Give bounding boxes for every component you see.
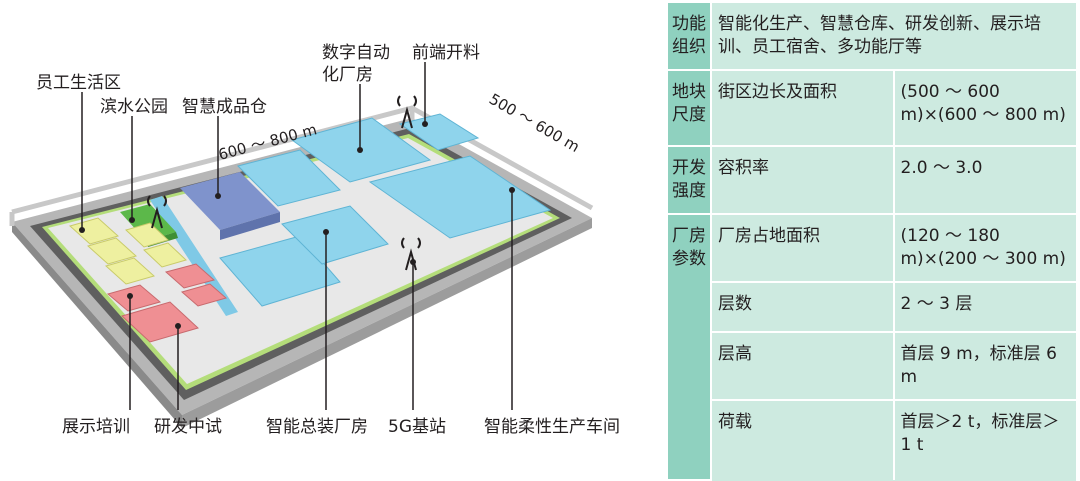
table-value: 首层＞2 t，标准层＞1 t [900, 412, 1060, 455]
table-category: 开发强度 [668, 146, 712, 215]
warehouse-building [180, 172, 280, 240]
table-subcategory: 层高 [711, 332, 895, 401]
label-digital-line2: 化厂房 [322, 65, 373, 85]
table-row: 功能组织 智能化生产、智慧仓库、研发创新、展示培训、员工宿舍、多功能厅等 [668, 3, 1076, 71]
label-rnd: 研发中试 [154, 417, 222, 437]
table-row: 层高 首层 9 m，标准层 6 m [668, 332, 1076, 401]
label-residence: 员工生活区 [36, 73, 121, 93]
river [150, 196, 238, 316]
label-flexible: 智能柔性生产车间 [484, 417, 620, 437]
table-value: 首层 9 m，标准层 6 m [893, 332, 1076, 401]
label-5g: 5G基站 [388, 417, 446, 437]
table-row: 开发强度 容积率 2.0 ～ 3.0 [668, 146, 1076, 215]
table-subcategory: 层数 [711, 282, 895, 333]
table-value: 2 ～ 3 层 [893, 282, 1076, 333]
factory-buildings [219, 113, 552, 307]
label-warehouse: 智慧成品仓 [182, 97, 267, 117]
label-front: 前端开料 [412, 43, 480, 63]
table-row: 厂房参数 厂房占地面积 (120 ～ 180 m)×(200 ～ 300 m) [668, 214, 1076, 481]
leader-lines [81, 62, 513, 410]
table-value: 智能化生产、智慧仓库、研发创新、展示培训、员工宿舍、多功能厅等 [711, 3, 1076, 71]
table-row: 荷载 首层＞2 t，标准层＞1 t [668, 400, 1076, 480]
table-subcategory: 街区边长及面积 [711, 70, 895, 147]
dim-depth: 500 ～ 600 m [486, 90, 583, 156]
spec-table: 功能组织 智能化生产、智慧仓库、研发创新、展示培训、员工宿舍、多功能厅等 地块尺… [668, 3, 1076, 481]
label-digital-line1: 数字自动 [322, 43, 390, 63]
park-diagram: 员工生活区 滨水公园 智慧成品仓 数字自动 化厂房 前端开料 展示培训 研发中试… [9, 43, 620, 437]
table-row: 层数 2 ～ 3 层 [668, 282, 1076, 333]
table-subcategory: 荷载 [711, 400, 895, 480]
label-showroom: 展示培训 [62, 417, 130, 437]
label-park: 滨水公园 [100, 97, 168, 117]
table-category: 厂房参数 [668, 214, 712, 481]
table-value: 2.0 ～ 3.0 [893, 146, 1076, 215]
table-value: (120 ～ 180 m)×(200 ～ 300 m) [893, 214, 1076, 283]
table-category: 功能组织 [668, 3, 712, 71]
label-assembly: 智能总装厂房 [266, 417, 368, 437]
table-row: 地块尺度 街区边长及面积 (500 ～ 600 m)×(600 ～ 800 m) [668, 70, 1076, 147]
fence [9, 105, 594, 226]
rnd-area [106, 263, 228, 343]
table-value: (500 ～ 600 m)×(600 ～ 800 m) [893, 70, 1076, 147]
leader-dots [79, 121, 515, 329]
table-subcategory: 容积率 [711, 146, 895, 215]
table-subcategory: 厂房占地面积 [711, 214, 895, 283]
table-category: 地块尺度 [668, 70, 712, 147]
